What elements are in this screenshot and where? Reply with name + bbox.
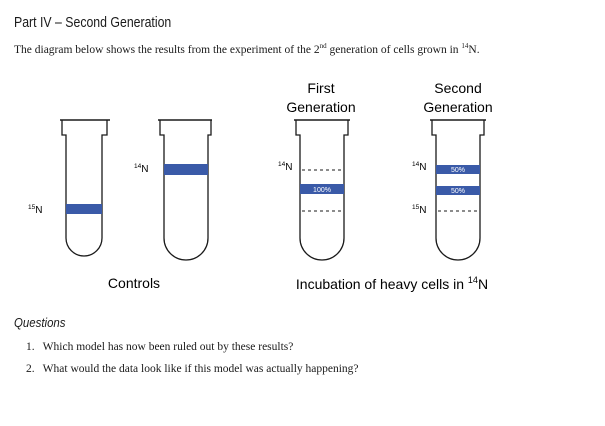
question-text: Which model has now been ruled out by th…	[42, 341, 294, 353]
label-14n-second-mass: 14	[412, 161, 420, 168]
band-15n-control	[66, 204, 102, 214]
label-14n-second-symbol: N	[419, 162, 426, 173]
band-second-gen-lower-label: 50%	[451, 188, 465, 195]
label-14n-control-mass: 14	[134, 163, 142, 170]
label-14n-first: 14N	[278, 161, 292, 173]
intro-isotope-mass: 14	[461, 42, 469, 50]
question-number: 1.	[26, 341, 35, 353]
intro-before: The diagram below shows the results from…	[14, 43, 320, 56]
first-generation-tube	[294, 119, 350, 261]
questions-heading: Questions	[14, 315, 66, 330]
label-15n-control-mass: 15	[28, 204, 36, 211]
incubation-caption-prefix: Incubation of heavy cells in	[296, 276, 468, 292]
question-number: 2.	[26, 363, 35, 375]
first-generation-heading-line2: Generation	[286, 99, 355, 115]
label-15n-second: 15N	[412, 204, 426, 216]
control-tube-15n	[60, 119, 110, 257]
first-generation-heading-line1: First	[307, 80, 334, 96]
intro-isotope-symbol: N	[468, 43, 477, 56]
second-generation-heading-line1: Second	[434, 80, 481, 96]
label-15n-control-symbol: N	[35, 205, 42, 216]
label-14n-control: 14N	[134, 163, 148, 175]
band-second-gen-upper	[436, 165, 480, 174]
label-14n-control-symbol: N	[141, 164, 148, 175]
incubation-caption-symbol: N	[478, 276, 488, 292]
incubation-caption: Incubation of heavy cells in 14N	[296, 275, 488, 292]
band-second-gen-upper-label: 50%	[451, 167, 465, 174]
question-text: What would the data look like if this mo…	[42, 363, 359, 375]
label-14n-first-symbol: N	[285, 162, 292, 173]
band-14n-control	[164, 164, 208, 175]
incubation-caption-mass: 14	[468, 275, 478, 285]
label-15n-second-symbol: N	[419, 205, 426, 216]
label-15n-second-mass: 15	[412, 204, 420, 211]
intro-middle: generation of cells grown in	[326, 43, 462, 56]
label-14n-first-mass: 14	[278, 161, 286, 168]
second-generation-tube	[430, 119, 486, 261]
control-tube-14n	[158, 119, 212, 261]
intro-text: The diagram below shows the results from…	[14, 42, 480, 56]
question-item: 1. Which model has now been ruled out by…	[26, 340, 359, 362]
questions-list: 1. Which model has now been ruled out by…	[26, 340, 359, 384]
label-14n-second: 14N	[412, 161, 426, 173]
band-second-gen-lower	[436, 186, 480, 195]
intro-end: .	[476, 43, 480, 56]
controls-caption: Controls	[108, 275, 160, 291]
intro-ordinal-suffix: nd	[319, 42, 327, 50]
page-title: Part IV – Second Generation	[14, 14, 172, 31]
question-item: 2. What would the data look like if this…	[26, 362, 359, 384]
band-first-gen-100-label: 100%	[313, 187, 331, 194]
band-first-gen-100	[300, 184, 344, 194]
label-15n-control: 15N	[28, 204, 42, 216]
second-generation-heading-line2: Generation	[423, 99, 492, 115]
